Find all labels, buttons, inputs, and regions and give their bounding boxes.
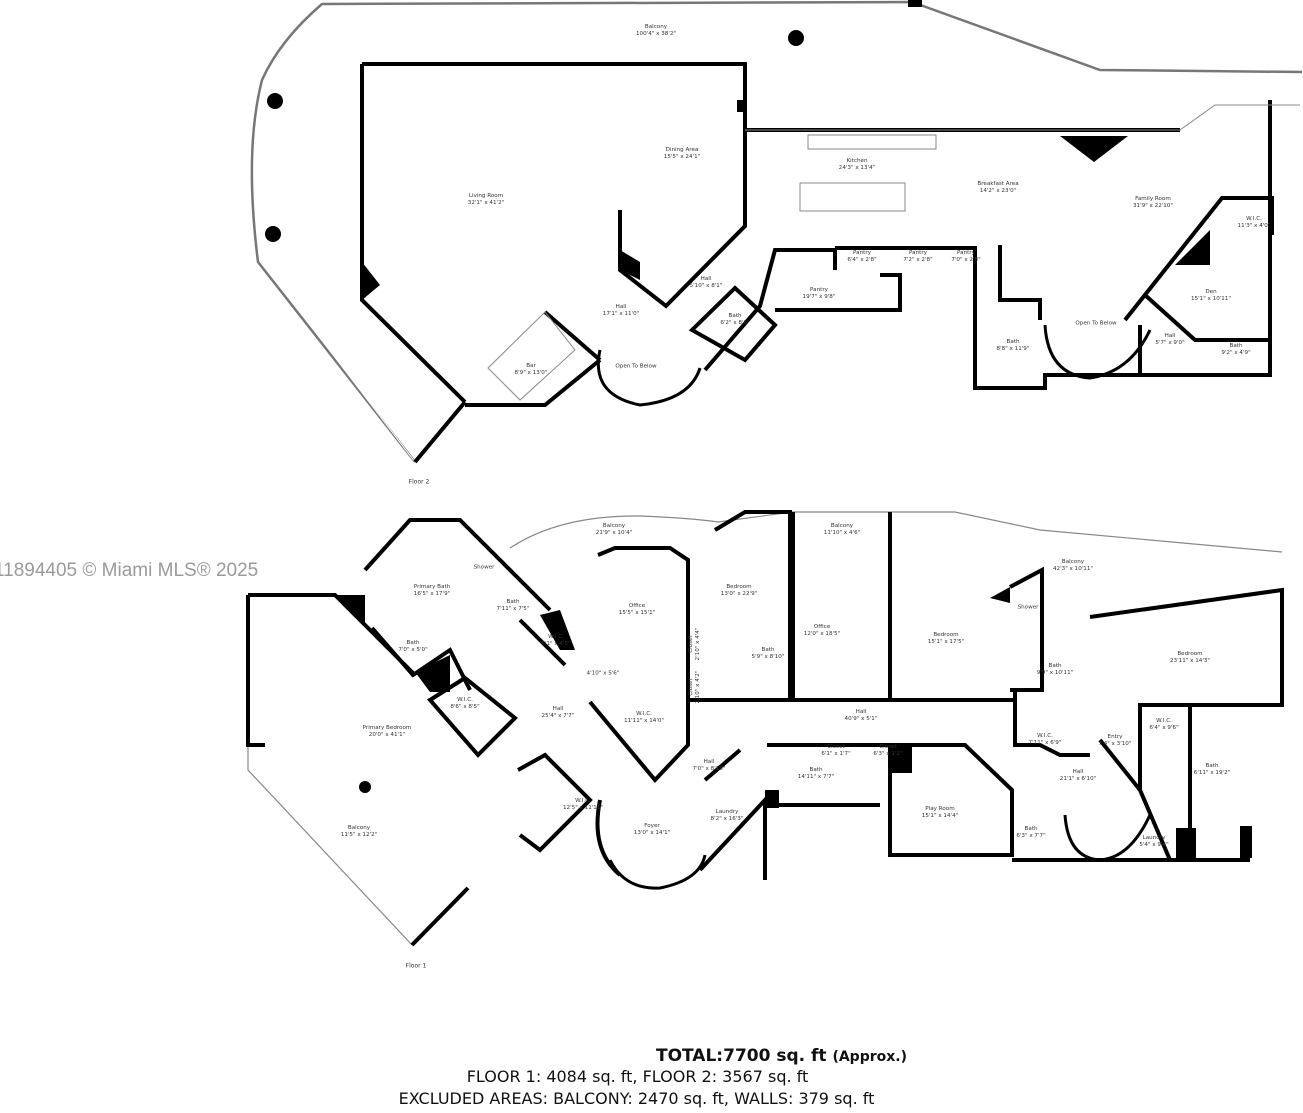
room-label: W.I.C.12'5" x 11'11" — [562, 798, 604, 811]
room-label: Open To Below — [1075, 320, 1117, 327]
excluded-areas: EXCLUDED AREAS: BALCONY: 2470 sq. ft, WA… — [398, 1089, 875, 1108]
room-label: W.I.C.8'6" x 8'5" — [450, 697, 480, 710]
columns — [265, 30, 804, 793]
floor1-label: Floor 1 — [405, 962, 427, 970]
approx-note: (Approx.) — [832, 1049, 907, 1065]
floor1-stairs — [608, 814, 1152, 890]
floor2-balcony-inner — [255, 7, 416, 463]
room-label: W.I.C.6'4" x 9'6" — [1149, 718, 1179, 731]
total-value: 7700 sq. ft — [723, 1046, 827, 1066]
floor1-balcony-outlines — [247, 511, 1283, 946]
floor1-solid-blocks — [335, 587, 1252, 858]
floor2-stairs — [596, 324, 1152, 407]
floor2-solid-blocks — [362, 0, 1210, 300]
floor2-walls — [360, 62, 1274, 464]
room-label: W.I.C.5'1" x 4'5" — [541, 634, 571, 647]
room-label: Open To Below — [615, 363, 657, 370]
room-label: Shower — [1017, 604, 1039, 611]
total-label: TOTAL: — [655, 1046, 724, 1066]
floor2-thin-lines — [487, 104, 1300, 401]
floor2-balcony-outline — [250, 0, 1303, 463]
room-label: 4'10" x 5'6" — [586, 670, 620, 677]
room-label: Shower — [473, 564, 495, 571]
floor2-label: Floor 2 — [408, 478, 430, 486]
area-summary: TOTAL:7700 sq. ft (Approx.) FLOOR 1: 408… — [0, 1046, 1303, 1110]
room-label: W.I.C.7'11" x 6'9" — [1028, 733, 1062, 746]
floor1-walls — [246, 510, 1284, 947]
room-label: W.I.C.11'11" x 14'0" — [623, 711, 665, 724]
total-area: TOTAL:7700 sq. ft (Approx.) — [260, 1046, 1303, 1066]
mls-watermark: 11894405 © Miami MLS® 2025 — [0, 560, 259, 581]
floor-areas: FLOOR 1: 4084 sq. ft, FLOOR 2: 3567 sq. … — [466, 1067, 809, 1086]
room-label: W.I.C.11'3" x 4'0" — [1237, 216, 1271, 229]
